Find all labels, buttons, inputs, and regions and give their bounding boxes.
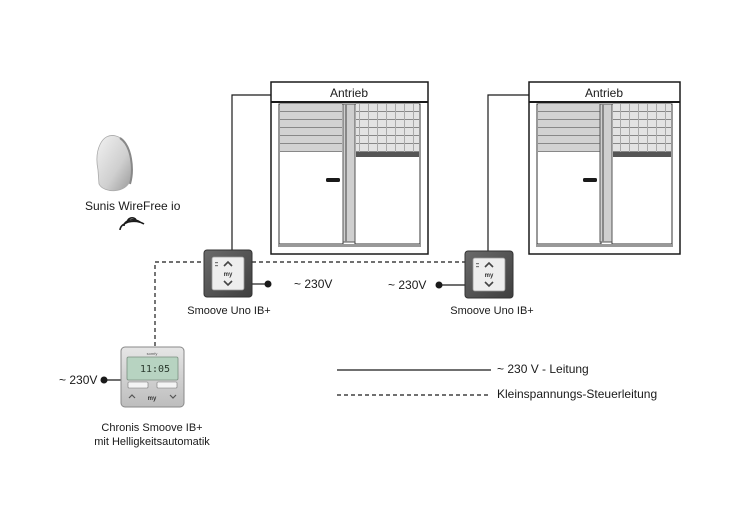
legend-dashed-label: Kleinspannungs-Steuerleitung bbox=[497, 387, 658, 401]
window-handle-icon bbox=[326, 178, 340, 182]
shutter-left bbox=[280, 104, 342, 152]
sensor-label: Sunis WireFree io bbox=[85, 199, 181, 213]
timer-name-line1: Chronis Smoove IB+ bbox=[101, 422, 203, 434]
shutter-left bbox=[538, 104, 600, 152]
window-2-label: Antrieb bbox=[584, 86, 624, 100]
chevron-down-icon[interactable] bbox=[169, 394, 177, 399]
chevron-down-icon[interactable] bbox=[223, 280, 233, 287]
window-handle-icon bbox=[583, 178, 597, 182]
window-2 bbox=[528, 81, 681, 255]
lcd-display bbox=[126, 356, 179, 381]
switch-2-voltage: ~ 230V bbox=[388, 278, 427, 292]
lcd-time: 11:05 bbox=[140, 364, 170, 375]
chevron-up-icon[interactable] bbox=[223, 260, 233, 267]
smoove-switch-2[interactable]: my bbox=[464, 250, 514, 299]
terminal-dot bbox=[100, 376, 108, 384]
chevron-down-icon[interactable] bbox=[484, 281, 494, 288]
legend-solid-label: ~ 230 V - Leitung bbox=[497, 362, 589, 376]
timer-voltage: ~ 230V bbox=[59, 373, 98, 387]
chronis-timer[interactable]: somfy 11:05 my bbox=[120, 346, 185, 408]
solid-wires bbox=[104, 94, 529, 381]
switch-1-name: Smoove Uno IB+ bbox=[187, 305, 271, 317]
switch-1-voltage: ~ 230V bbox=[294, 277, 333, 291]
dashed-wires bbox=[154, 261, 465, 346]
my-button[interactable]: my bbox=[485, 273, 494, 279]
window-1-label: Antrieb bbox=[329, 86, 369, 100]
my-button[interactable]: my bbox=[148, 396, 157, 402]
shutter-right bbox=[356, 104, 419, 152]
smoove-switch-1[interactable]: my bbox=[203, 249, 253, 298]
terminal-dot bbox=[264, 280, 272, 288]
sunis-sensor bbox=[96, 135, 133, 192]
shutter-right bbox=[613, 104, 671, 152]
chevron-up-icon[interactable] bbox=[128, 394, 136, 399]
window-1 bbox=[270, 81, 429, 255]
wireless-signal-icon bbox=[119, 217, 145, 231]
chevron-up-icon[interactable] bbox=[484, 261, 494, 268]
switch-2-name: Smoove Uno IB+ bbox=[450, 305, 534, 317]
my-button[interactable]: my bbox=[224, 272, 233, 278]
terminal-dot bbox=[435, 281, 443, 289]
timer-name-line2: mit Helligkeitsautomatik bbox=[94, 436, 210, 448]
brand-logo: somfy bbox=[147, 351, 158, 356]
